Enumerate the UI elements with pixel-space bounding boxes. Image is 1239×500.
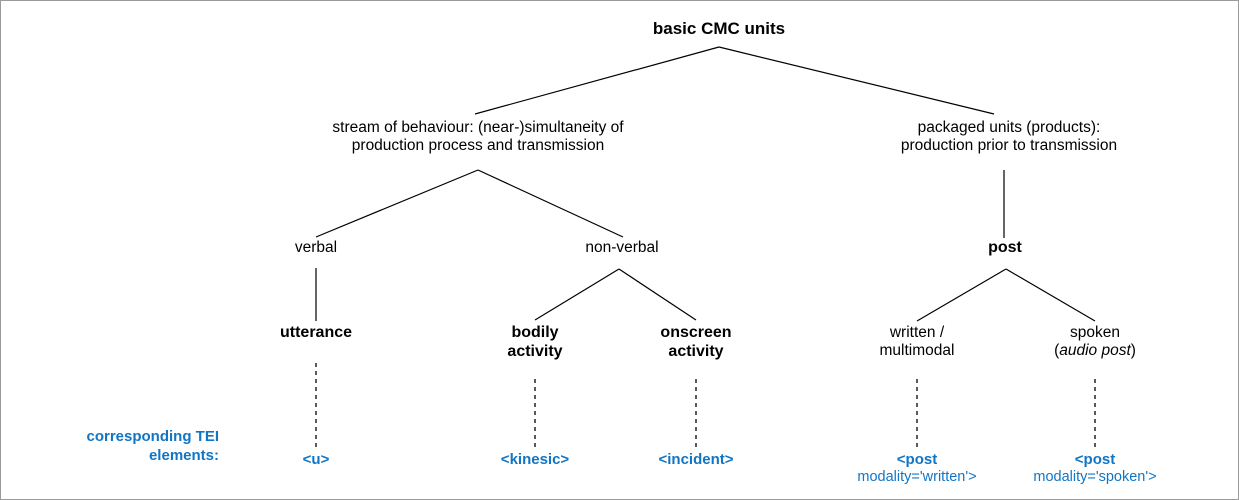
node-spoken-paren-open: ( — [1054, 342, 1060, 360]
edge-post-to-spoken — [1005, 268, 1096, 322]
node-basic-cmc-units: basic CMC units — [652, 19, 786, 38]
node-utterance: utterance — [279, 324, 353, 341]
edge-nonverbal-to-bodily — [534, 268, 620, 321]
tei-element-post-spoken: <post modality='spoken'> — [1033, 451, 1156, 486]
node-packaged-units: packaged units (products): production pr… — [900, 119, 1118, 155]
edge-root-to-stream — [474, 46, 720, 115]
edge-post-to-written — [916, 268, 1007, 322]
node-audio-post-italic: audio post — [1059, 342, 1131, 360]
tei-element-u: <u> — [302, 451, 330, 468]
node-stream-of-behaviour: stream of behaviour: (near-)simultaneity… — [332, 119, 624, 155]
edge-root-to-packaged — [718, 46, 995, 115]
tei-element-post-written: <post modality='written'> — [857, 451, 976, 486]
node-spoken-paren-close: ) — [1130, 342, 1136, 360]
node-onscreen-activity: onscreen activity — [660, 324, 732, 360]
tei-element-incident: <incident> — [658, 451, 734, 468]
node-spoken-label: spoken — [1070, 324, 1120, 341]
node-spoken-audio-post: spoken (audio post) — [1054, 324, 1136, 361]
node-bodily-activity: bodily activity — [507, 324, 563, 360]
node-post: post — [988, 239, 1022, 256]
tei-element-kinesic: <kinesic> — [500, 451, 570, 468]
edge-stream-to-verbal — [315, 169, 479, 238]
node-verbal: verbal — [294, 239, 338, 256]
edge-nonverbal-to-onscreen — [618, 268, 697, 321]
node-non-verbal: non-verbal — [585, 239, 659, 256]
tei-post-spoken-attribute: modality='spoken'> — [1033, 469, 1157, 485]
node-written-multimodal: written / multimodal — [879, 324, 955, 360]
tei-elements-caption: corresponding TEI elements: — [86, 428, 219, 464]
edge-stream-to-nonverbal — [477, 169, 624, 238]
tei-post-written-tag: <post — [896, 451, 938, 468]
tei-post-written-attribute: modality='written'> — [857, 469, 977, 485]
tei-post-spoken-tag: <post — [1074, 451, 1116, 468]
